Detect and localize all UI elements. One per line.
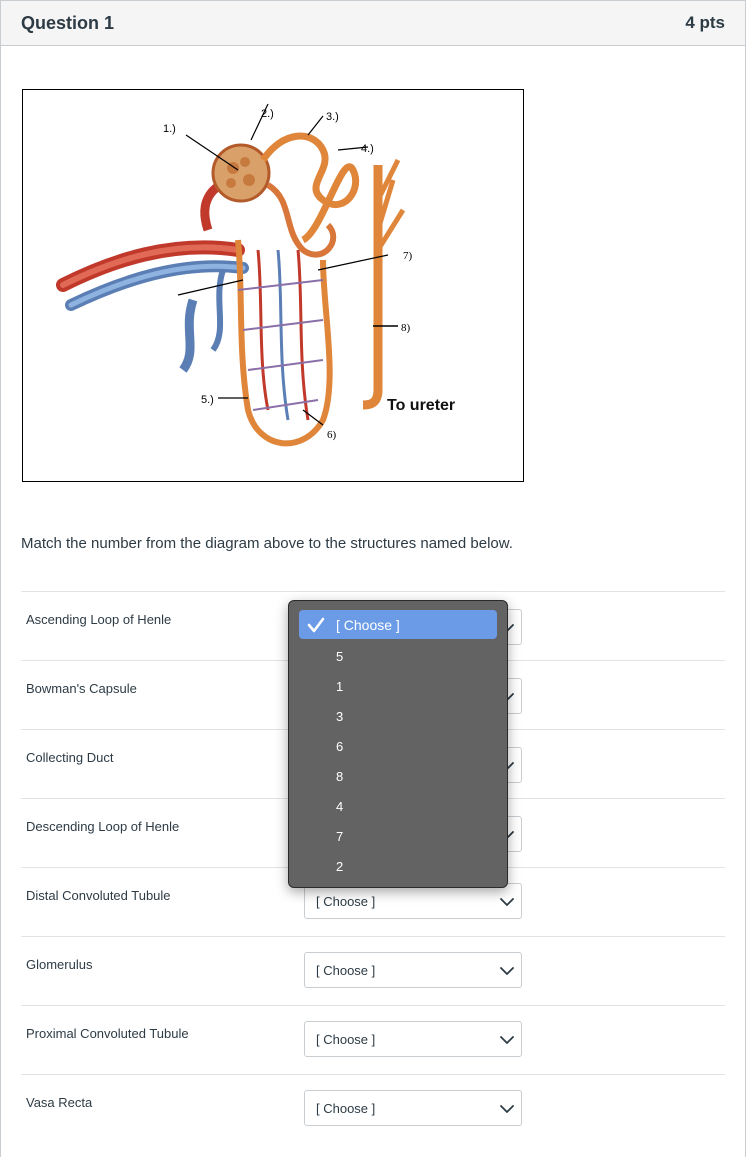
question-title: Question 1 — [21, 13, 115, 33]
structure-select[interactable]: [ Choose ] — [304, 883, 522, 919]
structure-label: Bowman's Capsule — [26, 681, 137, 696]
select-value: [ Choose ] — [316, 963, 376, 978]
diagram-label-7: 7) — [403, 250, 413, 262]
dropdown-option-label: 3 — [336, 709, 344, 724]
dropdown-option-choose[interactable]: [ Choose ] — [299, 610, 497, 639]
chevron-down-icon — [500, 1105, 514, 1113]
checkmark-icon — [307, 617, 325, 633]
match-row: Vasa Recta [ Choose ] — [21, 1074, 725, 1144]
chevron-down-icon — [500, 898, 514, 906]
dropdown-option-label: 6 — [336, 739, 344, 754]
diagram-label-8: 8) — [401, 322, 411, 334]
match-row: Glomerulus [ Choose ] — [21, 936, 725, 1006]
question-prompt: Match the number from the diagram above … — [21, 535, 513, 552]
structure-label: Vasa Recta — [26, 1095, 93, 1110]
structure-label: Distal Convoluted Tubule — [26, 888, 171, 903]
structure-label: Glomerulus — [26, 957, 93, 972]
dropdown-option[interactable]: 1 — [289, 671, 507, 701]
diagram-label-3: 3.) — [326, 111, 339, 123]
question-header: Question 1 4 pts — [1, 1, 745, 46]
dropdown-option-label: 8 — [336, 769, 344, 784]
structure-label: Descending Loop of Henle — [26, 819, 180, 834]
nephron-diagram: 1.) 2.) 3.) 4.) 5.) 6) 7) 8) To ureter — [22, 89, 524, 482]
structure-select[interactable]: [ Choose ] — [304, 1021, 522, 1057]
diagram-label-2: 2.) — [261, 108, 274, 120]
dropdown-option-label: 7 — [336, 829, 344, 844]
diagram-caption: To ureter — [387, 397, 455, 414]
chevron-down-icon — [500, 967, 514, 975]
select-value: [ Choose ] — [316, 1032, 376, 1047]
dropdown-option-label: [ Choose ] — [336, 617, 400, 633]
choice-dropdown-menu: [ Choose ] 5 1 3 6 8 4 7 2 — [288, 600, 508, 888]
dropdown-option[interactable]: 6 — [289, 731, 507, 761]
dropdown-option[interactable]: 8 — [289, 761, 507, 791]
dropdown-option[interactable]: 5 — [289, 641, 507, 671]
dropdown-option[interactable]: 2 — [289, 851, 507, 881]
select-value: [ Choose ] — [316, 894, 376, 909]
diagram-label-6: 6) — [327, 429, 337, 441]
dropdown-option[interactable]: 3 — [289, 701, 507, 731]
structure-select[interactable]: [ Choose ] — [304, 1090, 522, 1126]
chevron-down-icon — [500, 1036, 514, 1044]
match-row: Proximal Convoluted Tubule [ Choose ] — [21, 1005, 725, 1075]
structure-label: Ascending Loop of Henle — [26, 612, 172, 627]
question-points: 4 pts — [685, 13, 725, 32]
diagram-label-1: 1.) — [163, 123, 176, 135]
structure-label: Proximal Convoluted Tubule — [26, 1026, 189, 1041]
dropdown-option[interactable]: 4 — [289, 791, 507, 821]
dropdown-option-label: 4 — [336, 799, 344, 814]
structure-label: Collecting Duct — [26, 750, 114, 765]
dropdown-option[interactable]: 7 — [289, 821, 507, 851]
diagram-label-5: 5.) — [201, 394, 214, 406]
structure-select[interactable]: [ Choose ] — [304, 952, 522, 988]
dropdown-option-label: 5 — [336, 649, 344, 664]
dropdown-option-label: 1 — [336, 679, 344, 694]
select-value: [ Choose ] — [316, 1101, 376, 1116]
dropdown-option-label: 2 — [336, 859, 344, 874]
diagram-label-4: 4.) — [361, 143, 374, 155]
